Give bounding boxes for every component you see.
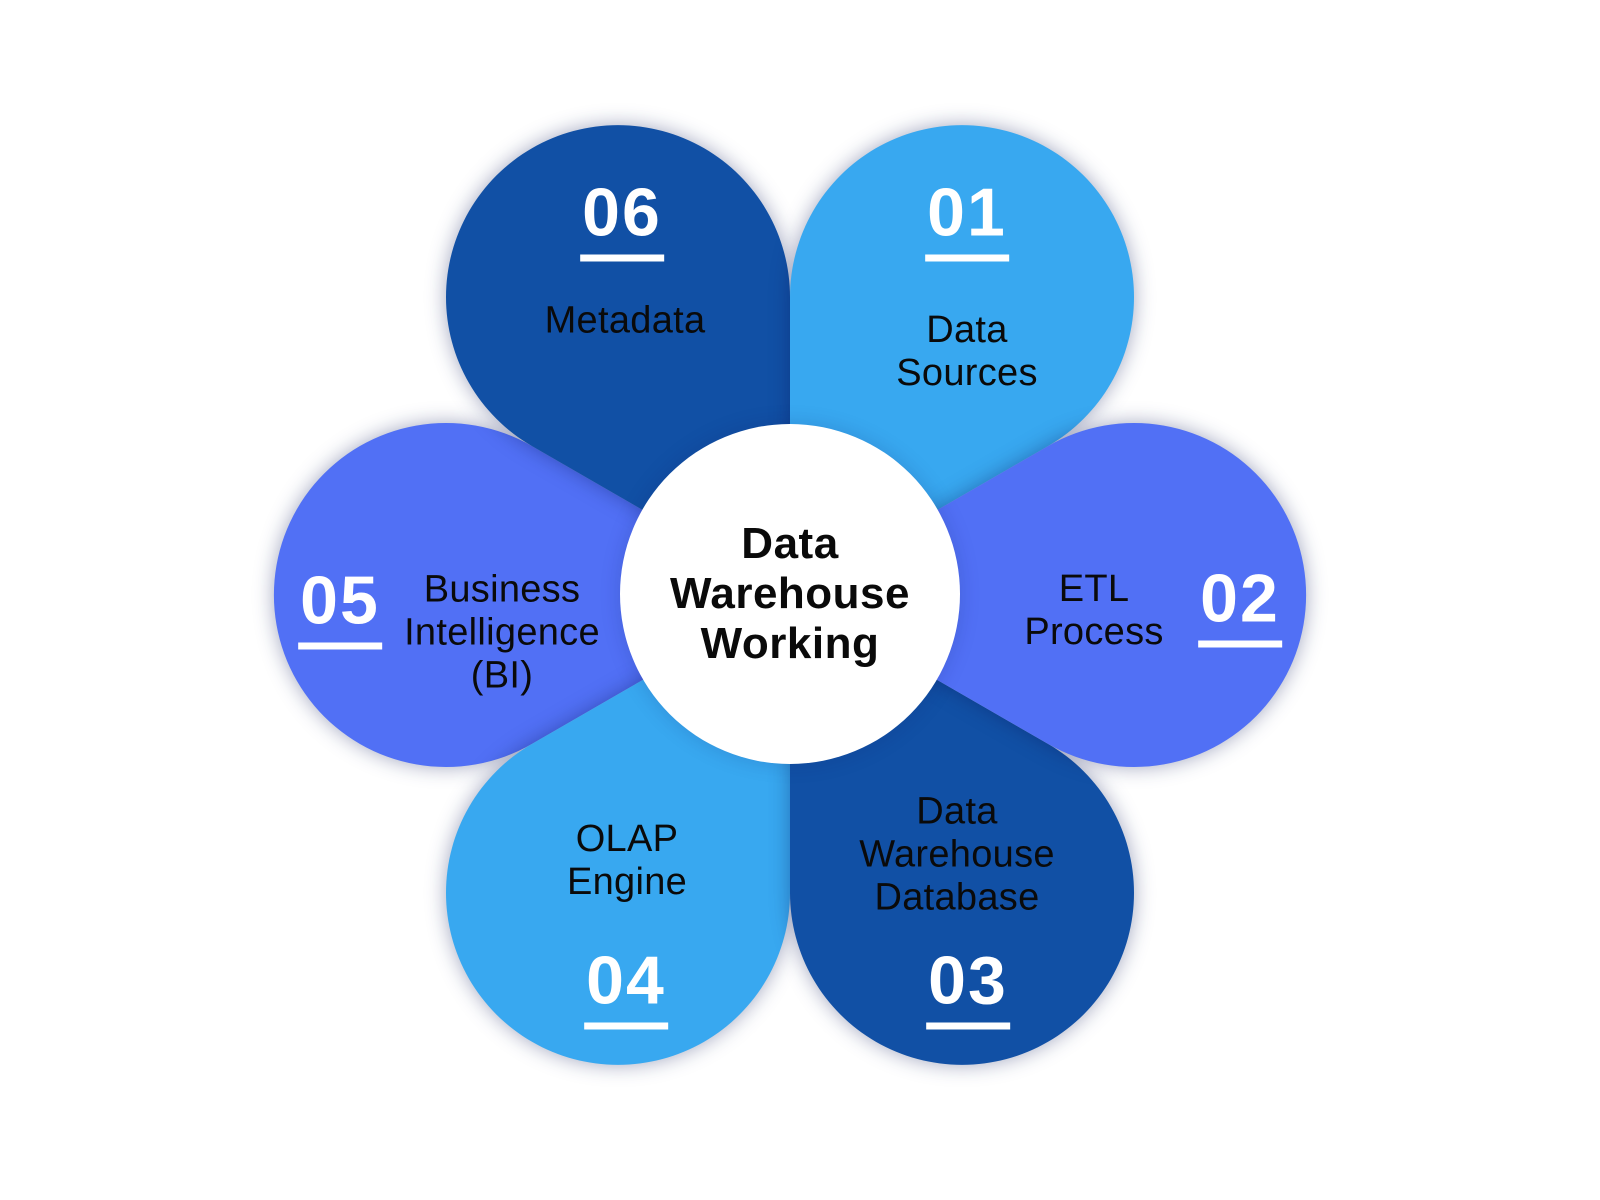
petal-01-label: Data Sources [896, 309, 1038, 394]
petal-01-number: 01 [925, 179, 1009, 262]
number-underline: 05 [298, 567, 382, 650]
petal-04-number: 04 [584, 947, 668, 1030]
petal-02-label: ETL Process [1024, 568, 1164, 653]
petal-04-label: OLAP Engine [566, 818, 688, 903]
petal-05-label: Business Intelligence (BI) [404, 568, 600, 697]
number-underline: 02 [1198, 565, 1282, 648]
number-underline: 04 [584, 947, 668, 1030]
number-underline: 01 [925, 179, 1009, 262]
petal-05-number: 05 [298, 567, 382, 650]
petal-03-label: Data Warehouse Database [859, 790, 1055, 919]
petal-03-number: 03 [926, 947, 1010, 1030]
petal-05-shape [273, 423, 791, 767]
petal-02-shape [790, 423, 1307, 767]
petal-02-number: 02 [1198, 565, 1282, 648]
number-underline: 03 [926, 947, 1010, 1030]
number-underline: 06 [580, 179, 664, 262]
center-circle: Data Warehouse Working [620, 424, 960, 764]
petal-06-number: 06 [580, 179, 664, 262]
diagram-title: Data Warehouse Working [669, 518, 911, 669]
petal-06-label: Metadata [544, 299, 706, 342]
